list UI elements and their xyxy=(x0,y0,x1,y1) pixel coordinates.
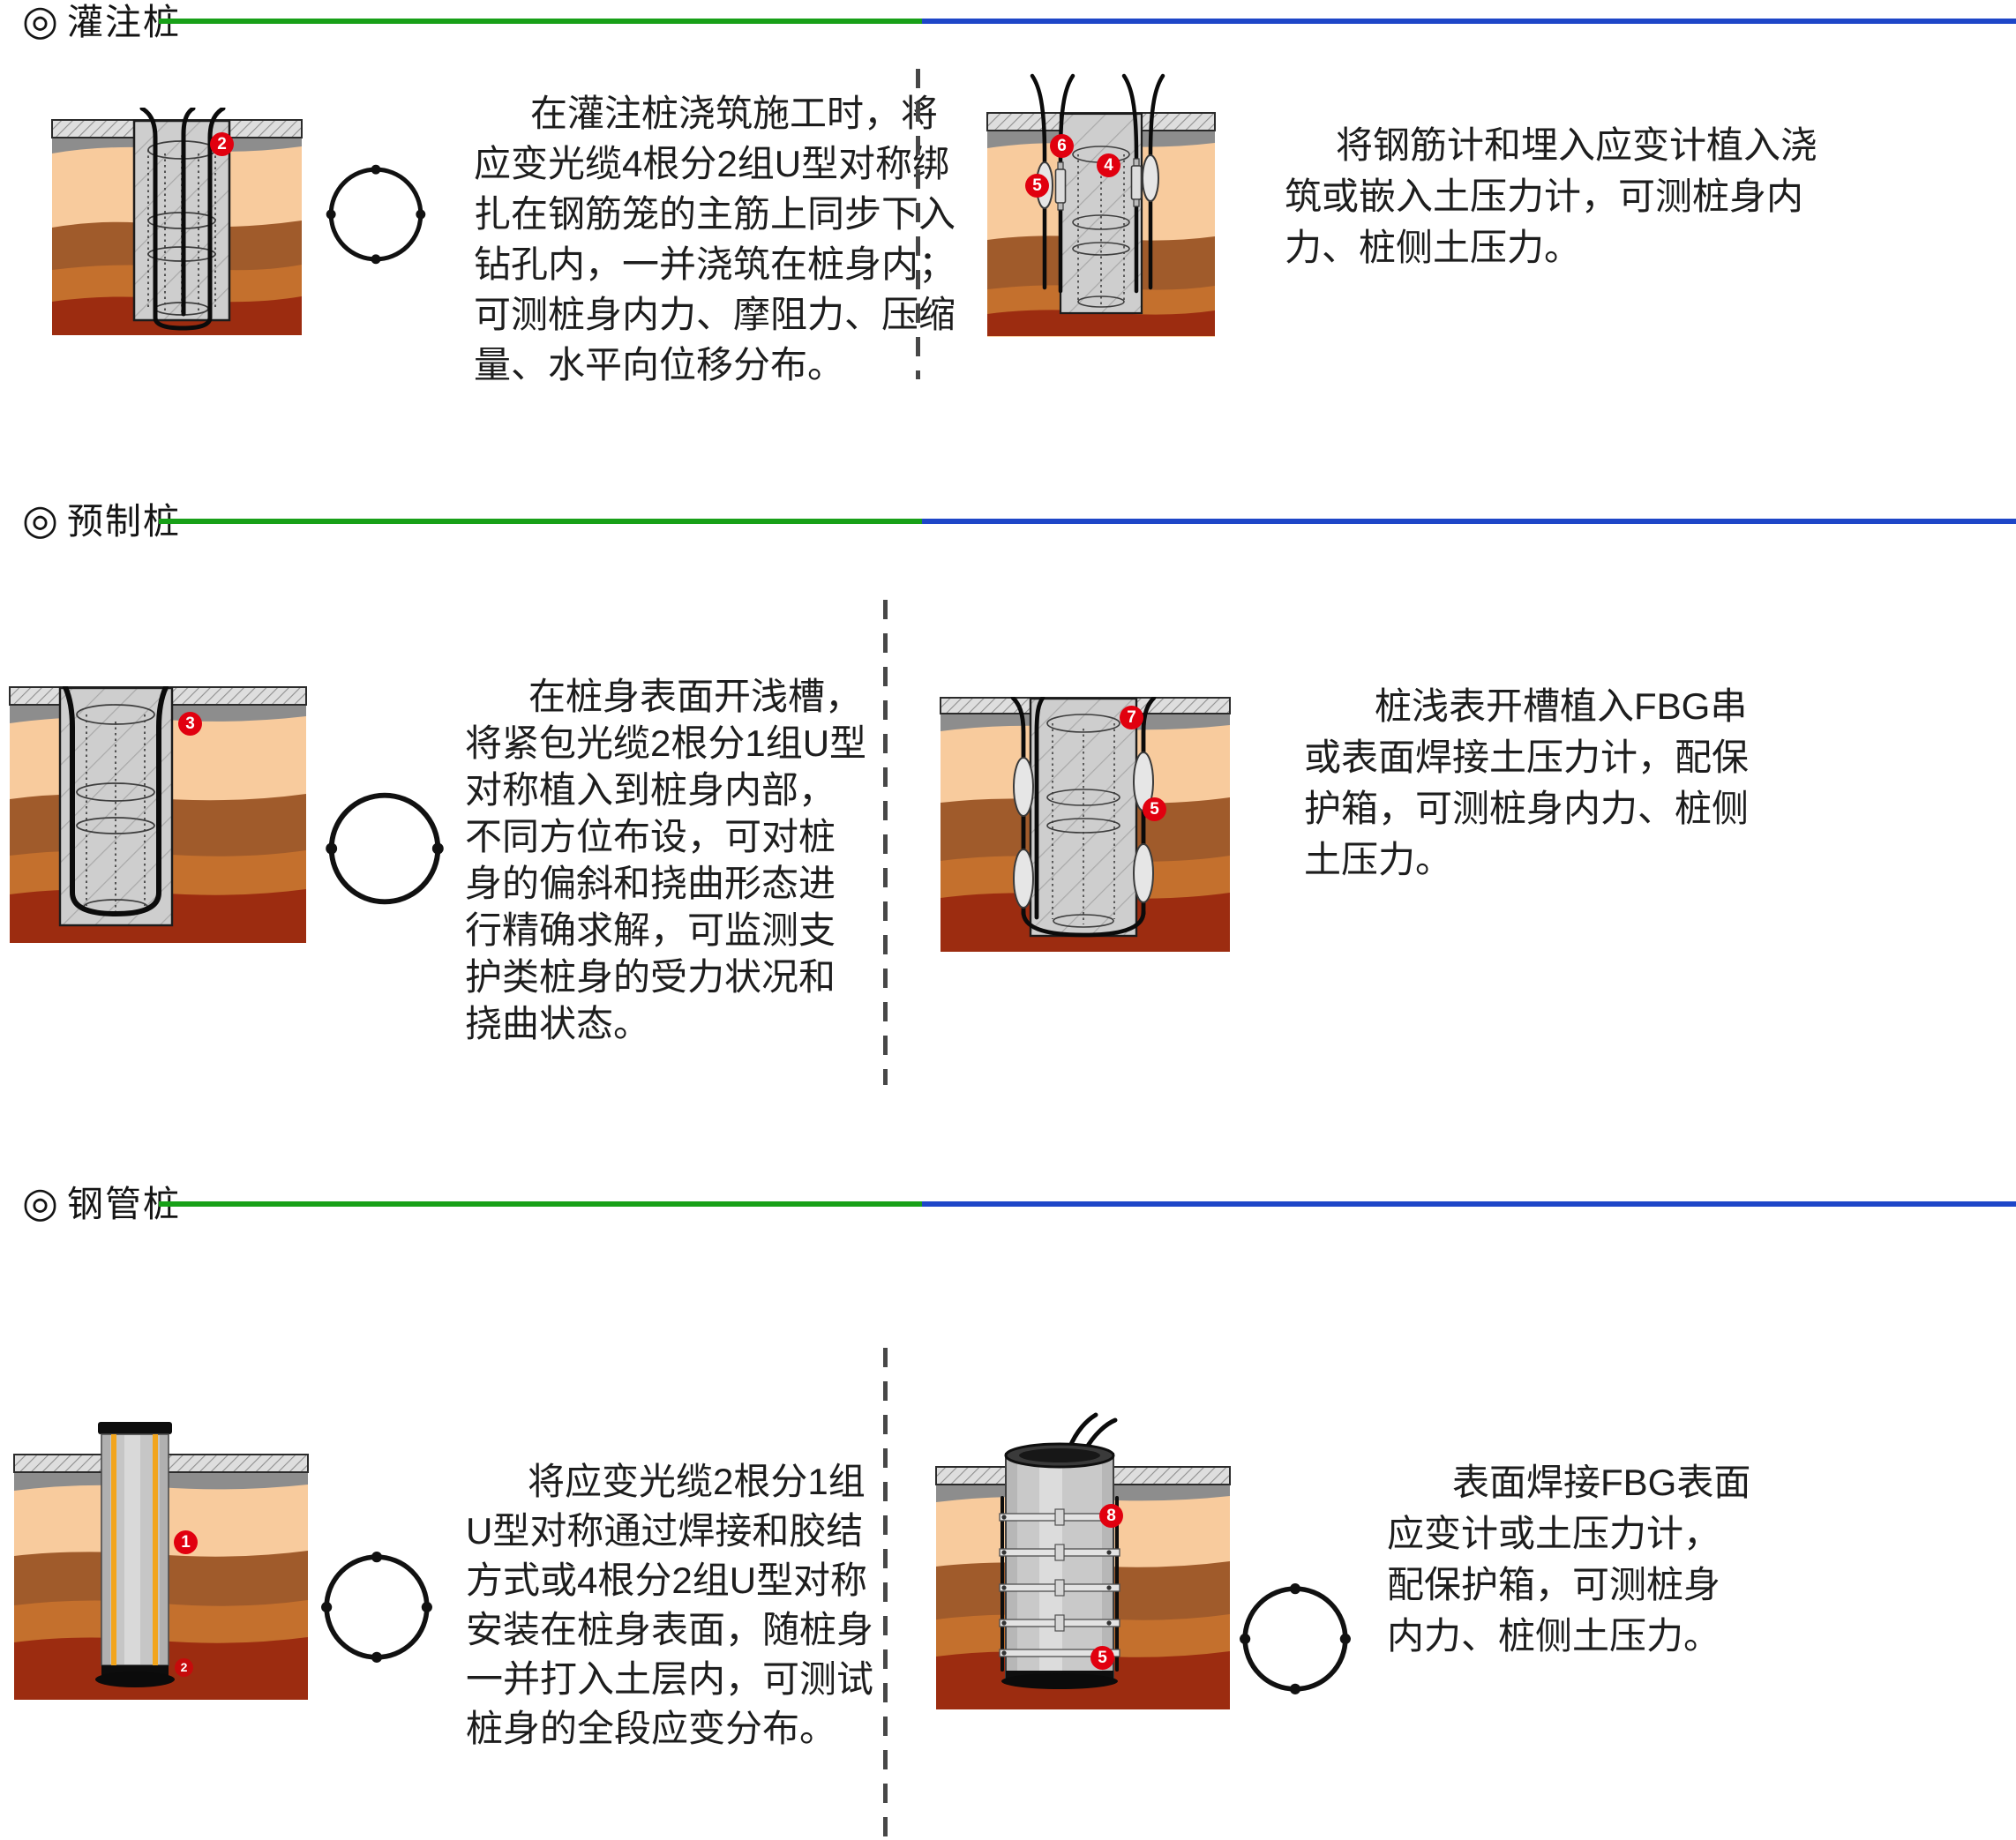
callout-badge: 2 xyxy=(210,132,234,156)
soil-pile-illustration xyxy=(51,108,303,335)
text-line: 应变计或土压力计， xyxy=(1387,1513,1721,1554)
text-line: 量、水平向位移分布。 xyxy=(474,344,845,385)
text-line: 扎在钢筋笼的主筋上同步下入 xyxy=(474,193,956,235)
text-line: 表面焊接FBG表面 xyxy=(1452,1462,1751,1503)
text-line: 身的偏斜和挠曲形态进 xyxy=(465,863,836,904)
cast-in-place-pile-sensors-diagram: 6 4 5 xyxy=(986,71,1216,337)
text-line: 配保护箱，可测桩身 xyxy=(1387,1564,1721,1605)
text-line: 筑或嵌入土压力计，可测桩身内 xyxy=(1285,176,1804,217)
soil-pile-illustration xyxy=(9,686,307,943)
callout-badge: 6 xyxy=(1050,134,1074,158)
header-rule-green xyxy=(159,1201,922,1207)
section-divider xyxy=(916,69,920,379)
text-line: 对称植入到桩身内部， xyxy=(465,769,836,811)
precast-pile-sensors-diagram: 7 5 xyxy=(940,697,1231,953)
precast-pile-installation-diagram: 3 xyxy=(9,686,307,944)
section-divider xyxy=(883,1348,888,1840)
header-rule-green xyxy=(159,519,922,524)
text-line: 护类桩身的受力状况和 xyxy=(465,956,836,998)
text-line: 将钢筋计和埋入应变计植入浇 xyxy=(1336,124,1818,166)
text-line: 方式或4根分2组U型对称 xyxy=(466,1560,868,1601)
text-line: 土压力。 xyxy=(1304,839,1453,880)
callout-badge: 4 xyxy=(1097,153,1120,177)
pile-cross-section-icon xyxy=(324,162,428,271)
callout-badge: 5 xyxy=(1090,1646,1114,1670)
description-text: 表面焊接FBG表面应变计或土压力计， 配保护箱，可测桩身内力、桩侧土压力。 xyxy=(1387,1457,1750,1662)
text-line: 一并打入土层内，可测试 xyxy=(466,1658,874,1700)
soil-pile-illustration xyxy=(13,1422,309,1700)
text-line: 护箱，可测桩身内力、桩侧 xyxy=(1304,788,1750,829)
text-line: 桩浅表开槽植入FBG串 xyxy=(1375,685,1748,727)
callout-badge: 3 xyxy=(178,712,202,736)
text-line: 在灌注桩浇筑施工时，将 xyxy=(530,93,939,134)
steel-pipe-pile-sensors-diagram: 8 5 xyxy=(935,1410,1231,1709)
text-line: 内力、桩侧土压力。 xyxy=(1387,1615,1721,1657)
text-line: 将应变光缆2根分1组 xyxy=(528,1461,866,1502)
pile-cross-section-icon xyxy=(319,1549,435,1670)
callout-badge: 7 xyxy=(1120,706,1143,729)
text-line: 或表面焊接土压力计，配保 xyxy=(1304,737,1750,778)
soil-pile-illustration xyxy=(940,697,1231,952)
text-line: 钻孔内，一并浇筑在桩身内； xyxy=(474,243,956,285)
steel-pipe-pile-installation-diagram: 1 2 xyxy=(13,1422,309,1700)
text-line: 在桩身表面开浅槽， xyxy=(528,676,863,717)
section-bullet-icon: ◎ xyxy=(22,1178,59,1225)
text-line: 应变光缆4根分2组U型对称绑 xyxy=(474,143,950,184)
header-rule-green xyxy=(159,19,922,24)
description-text: 将钢筋计和埋入应变计植入浇筑或嵌入土压力计，可测桩身内力、桩侧土压力。 xyxy=(1285,120,1817,273)
callout-badge: 8 xyxy=(1099,1504,1123,1528)
callout-badge: 1 xyxy=(174,1530,198,1554)
callout-badge: 5 xyxy=(1025,174,1049,198)
cast-in-place-pile-installation-diagram: 2 xyxy=(51,108,303,337)
description-text: 在桩身表面开浅槽， 将紧包光缆2根分1组U型对称植入到桩身内部， 不同方位布设，可对… xyxy=(465,673,866,1047)
text-line: 力、桩侧土压力。 xyxy=(1285,227,1582,268)
header-rule-blue xyxy=(922,519,2016,524)
header-rule-blue xyxy=(922,19,2016,24)
text-line: 将紧包光缆2根分1组U型 xyxy=(465,722,867,764)
section-bullet-icon: ◎ xyxy=(22,0,59,43)
callout-badge: 2 xyxy=(175,1658,193,1677)
text-line: 可测桩身内力、摩阻力、压缩 xyxy=(474,294,956,335)
pile-cross-section-icon xyxy=(323,787,446,915)
callout-badge: 5 xyxy=(1143,797,1166,821)
description-text: 将应变光缆2根分1组 U型对称通过焊接和胶结方式或4根分2组U型对称安装在桩身表面… xyxy=(466,1457,873,1754)
soil-pile-illustration xyxy=(935,1412,1231,1709)
text-line: 安装在桩身表面，随桩身 xyxy=(466,1609,874,1650)
text-line: 不同方位布设，可对桩 xyxy=(465,816,836,857)
description-text: 桩浅表开槽植入FBG串或表面焊接土压力计，配保护箱，可测桩身内力、桩侧土压力。 xyxy=(1304,681,1749,886)
text-line: U型对称通过焊接和胶结 xyxy=(466,1510,864,1552)
section-divider xyxy=(883,600,888,1085)
soil-pile-illustration xyxy=(986,73,1216,337)
header-rule-blue xyxy=(922,1201,2016,1207)
section-bullet-icon: ◎ xyxy=(22,496,59,542)
description-text: 在灌注桩浇筑施工时，将应变光缆4根分2组U型对称绑扎在钢筋笼的主筋上同步下入钻孔… xyxy=(474,88,956,390)
text-line: 行精确求解，可监测支 xyxy=(465,909,836,951)
pile-cross-section-icon xyxy=(1237,1581,1353,1702)
text-line: 桩身的全段应变分布。 xyxy=(466,1708,837,1749)
text-line: 挠曲状态。 xyxy=(465,1003,651,1044)
